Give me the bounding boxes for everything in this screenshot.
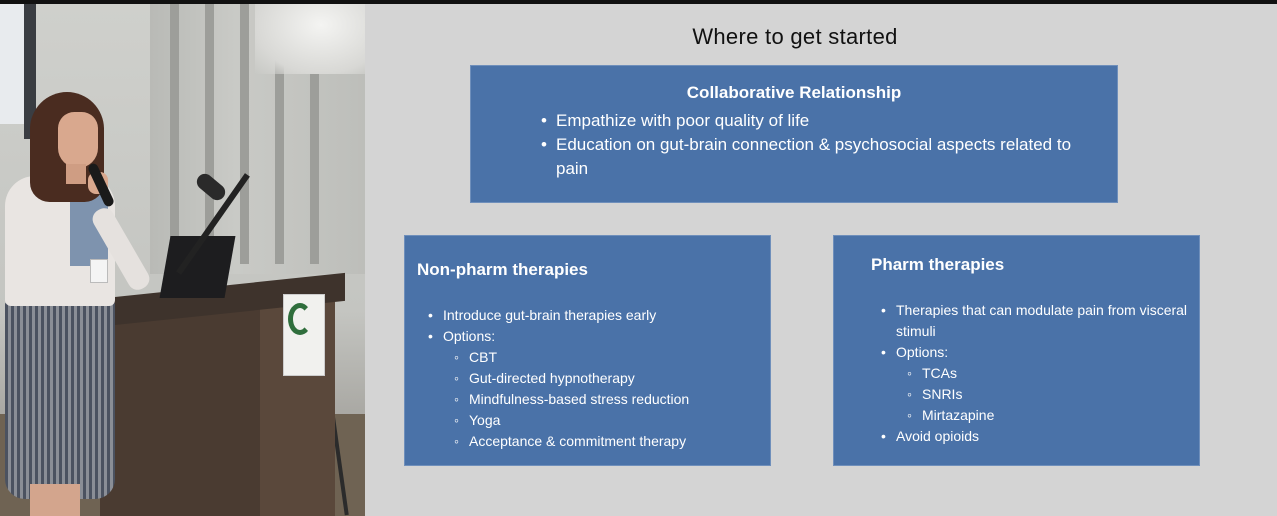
- list-item: Therapies that can modulate pain from vi…: [881, 300, 1191, 342]
- speaker-skirt: [5, 299, 115, 499]
- collaborative-list: Empathize with poor quality of life Educ…: [541, 109, 1076, 181]
- projection-screen-frame: [24, 4, 36, 139]
- non-pharm-heading: Non-pharm therapies: [417, 260, 588, 279]
- list-item: Options: TCAs SNRIs Mirtazapine: [881, 342, 1191, 426]
- speaker-legs: [30, 484, 80, 516]
- list-item: Education on gut-brain connection & psyc…: [541, 133, 1076, 181]
- option-item: Yoga: [454, 410, 763, 431]
- non-pharm-options: CBT Gut-directed hypnotherapy Mindfulnes…: [443, 347, 763, 452]
- collaborative-relationship-box: Collaborative Relationship Empathize wit…: [470, 65, 1118, 203]
- option-item: CBT: [454, 347, 763, 368]
- presenter-video-feed: [0, 4, 365, 516]
- list-item: Avoid opioids: [881, 426, 1191, 447]
- options-label: Options:: [443, 328, 496, 344]
- name-badge: [90, 259, 108, 283]
- podium-logo-sign: [283, 294, 325, 376]
- non-pharm-list: Introduce gut-brain therapies early Opti…: [428, 305, 763, 452]
- options-label: Options:: [896, 344, 949, 360]
- list-item: Introduce gut-brain therapies early: [428, 305, 763, 326]
- projection-screen-edge: [0, 4, 24, 124]
- option-item: Mindfulness-based stress reduction: [454, 389, 763, 410]
- video-top-bar: [0, 0, 1277, 4]
- pharm-heading: Pharm therapies: [871, 255, 1005, 274]
- non-pharm-therapies-box: Non-pharm therapies Introduce gut-brain …: [404, 235, 771, 466]
- speaker-face: [58, 112, 98, 168]
- option-item: TCAs: [907, 363, 1191, 384]
- collaborative-heading: Collaborative Relationship: [686, 83, 902, 102]
- pharm-options: TCAs SNRIs Mirtazapine: [896, 363, 1191, 426]
- logo-icon: [288, 303, 312, 335]
- option-item: Gut-directed hypnotherapy: [454, 368, 763, 389]
- option-item: Acceptance & commitment therapy: [454, 431, 763, 452]
- pharm-therapies-box: Pharm therapies Therapies that can modul…: [833, 235, 1200, 466]
- list-item: Empathize with poor quality of life: [541, 109, 1076, 133]
- presentation-slide: Where to get started Collaborative Relat…: [365, 4, 1277, 516]
- pharm-list: Therapies that can modulate pain from vi…: [881, 300, 1191, 447]
- speaker-neck: [66, 164, 86, 184]
- option-item: Mirtazapine: [907, 405, 1191, 426]
- option-item: SNRIs: [907, 384, 1191, 405]
- slide-title: Where to get started: [692, 24, 898, 49]
- ceiling-light: [255, 4, 365, 74]
- list-item: Options: CBT Gut-directed hypnotherapy M…: [428, 326, 763, 452]
